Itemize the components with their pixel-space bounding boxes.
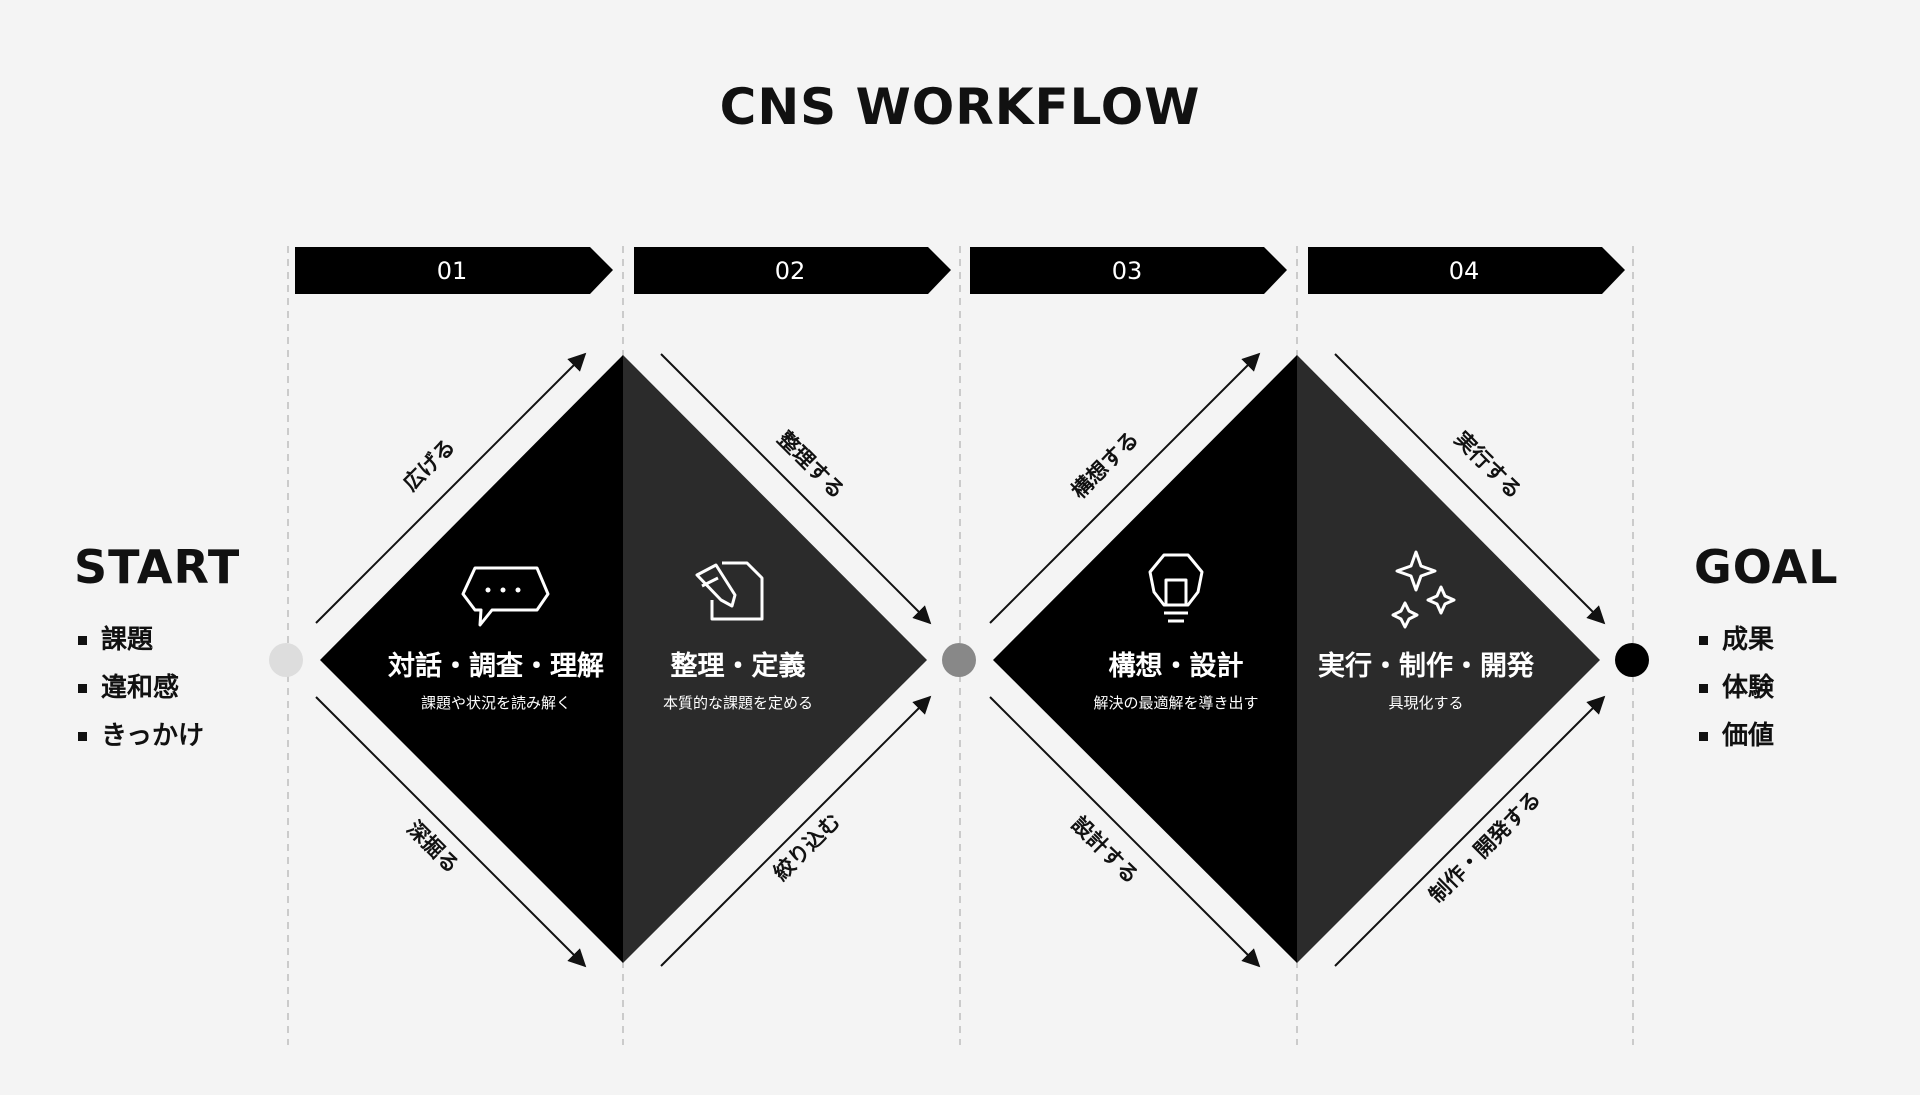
list-item: 違和感	[78, 664, 204, 712]
arrow-label: 構想する	[1067, 427, 1143, 503]
arrow-execute	[1334, 353, 1606, 625]
lightbulb-icon	[1148, 553, 1204, 623]
bullet-icon	[78, 731, 87, 741]
diamond-left-half	[320, 355, 623, 963]
start-dot	[269, 643, 303, 677]
step-titles: 対話・調査・理解 課題や状況を読み解く 整理・定義 本質的な課題を定める 構想・…	[388, 650, 1535, 712]
page-title: CNS WORKFLOW	[719, 78, 1201, 136]
edit-note-icon	[695, 561, 764, 621]
goal-dot	[1615, 643, 1649, 677]
arrows	[315, 352, 1606, 968]
bullet-icon	[78, 683, 87, 693]
arrow-label: 広げる	[398, 434, 460, 496]
sparkle-icon	[1391, 550, 1456, 629]
step-banner-04: 04	[1308, 247, 1625, 294]
step-banner-02: 02	[634, 247, 951, 294]
diamond-2	[993, 355, 1600, 963]
goal-heading: GOAL	[1694, 540, 1839, 594]
mid-dot	[942, 643, 976, 677]
list-item: きっかけ	[78, 712, 204, 760]
step-subtitle: 課題や状況を読み解く	[421, 694, 571, 712]
step-subtitle: 具現化する	[1388, 694, 1463, 712]
step-number: 02	[775, 257, 806, 285]
bullet-icon	[1699, 635, 1708, 645]
arrow-expand	[315, 352, 587, 624]
arrow-design	[989, 696, 1261, 968]
arrow-produce	[1334, 695, 1606, 967]
bullet-icon	[1699, 731, 1708, 741]
list-item: 成果	[1699, 616, 1774, 664]
arrow-narrow	[660, 695, 932, 967]
diamond-left-half	[993, 355, 1297, 963]
arrow-label: 整理する	[773, 427, 849, 503]
arrow-label: 深掘る	[402, 816, 464, 878]
list-item: 課題	[78, 616, 204, 664]
arrow-envision	[989, 352, 1261, 624]
step-title: 整理・定義	[671, 650, 806, 682]
arrow-label: 設計する	[1067, 812, 1143, 888]
chat-bubble-icon	[461, 566, 550, 627]
goal-list: 成果 体験 価値	[1699, 616, 1774, 760]
step-title: 実行・制作・開発	[1318, 650, 1535, 682]
start-list: 課題 違和感 きっかけ	[78, 616, 204, 760]
bullet-icon	[78, 635, 87, 645]
arrow-organize	[660, 353, 932, 625]
list-item: 価値	[1699, 712, 1774, 760]
start-heading: START	[74, 540, 241, 594]
diamond-right-half	[1297, 355, 1600, 963]
step-number: 03	[1112, 257, 1143, 285]
diamond-1	[320, 355, 927, 963]
step-subtitle: 本質的な課題を定める	[663, 694, 813, 712]
arrow-label: 実行する	[1450, 427, 1526, 503]
step-number: 04	[1449, 257, 1480, 285]
step-number: 01	[437, 257, 468, 285]
arrow-deepen	[315, 696, 587, 968]
step-banners: 01 02 03 04	[295, 247, 1625, 294]
step-banner-03: 03	[970, 247, 1287, 294]
list-item: 体験	[1699, 664, 1774, 712]
step-title: 構想・設計	[1109, 650, 1244, 682]
diamond-right-half	[623, 355, 927, 963]
step-banner-01: 01	[295, 247, 613, 294]
bullet-icon	[1699, 683, 1708, 693]
step-subtitle: 解決の最適解を導き出す	[1093, 694, 1258, 712]
step-title: 対話・調査・理解	[388, 650, 604, 682]
